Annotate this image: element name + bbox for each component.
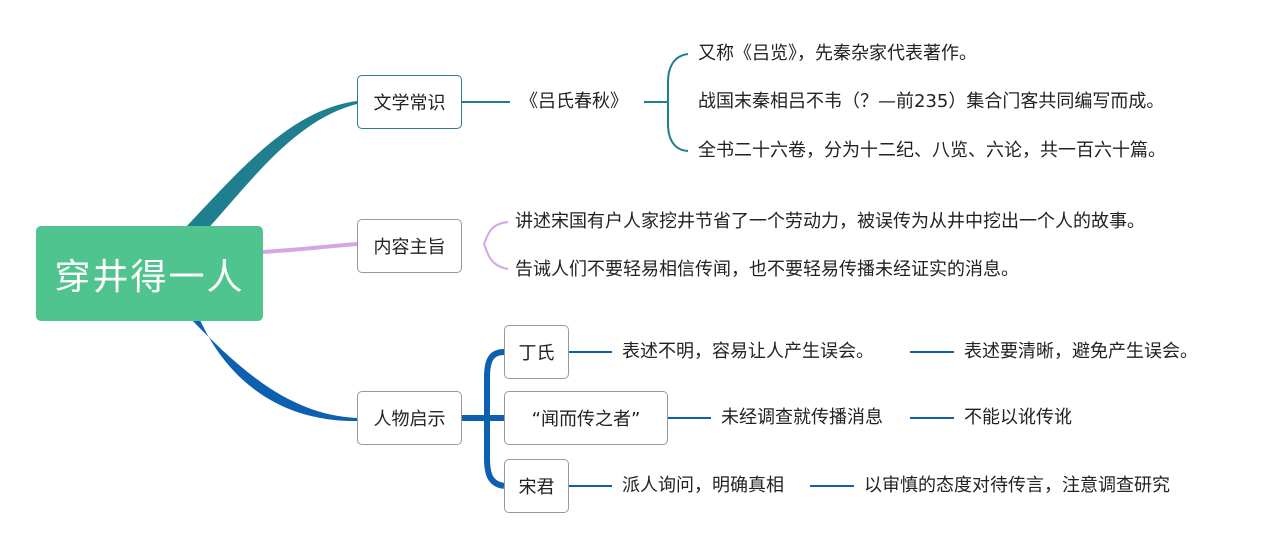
brace-theme-points [482, 221, 509, 270]
literature-fact-2: 战国末秦相吕不韦（？—前235）集合门客共同编写而成。 [698, 91, 1165, 112]
literature-book: 《吕氏春秋》 [520, 91, 628, 112]
character-dingshi[interactable]: 丁氏 [504, 325, 569, 379]
character-songjun[interactable]: 宋君 [504, 459, 569, 513]
topic-literature[interactable]: 文学常识 [357, 75, 462, 129]
character-rumor-spreader-lesson: 不能以讹传讹 [964, 407, 1072, 428]
character-rumor-spreader[interactable]: “闻而传之者” [504, 391, 668, 445]
connector-root-characters [190, 318, 357, 422]
topic-characters[interactable]: 人物启示 [357, 391, 462, 445]
topic-theme[interactable]: 内容主旨 [357, 219, 462, 273]
root-topic[interactable]: 穿井得一人 [36, 226, 263, 321]
theme-point-2: 告诫人们不要轻易相信传闻，也不要轻易传播未经证实的消息。 [515, 259, 1019, 280]
character-songjun-behavior: 派人询问，明确真相 [622, 475, 784, 496]
connector-root-theme [261, 242, 358, 254]
theme-point-1: 讲述宋国有户人家挖井节省了一个劳动力，被误传为从井中挖出一个人的故事。 [515, 211, 1145, 232]
character-rumor-spreader-behavior: 未经调查就传播消息 [721, 407, 883, 428]
character-songjun-lesson: 以审慎的态度对待传言，注意调查研究 [864, 475, 1170, 496]
literature-fact-3: 全书二十六卷，分为十二纪、八览、六论，共一百六十篇。 [698, 140, 1166, 161]
connector-root-literature [185, 101, 357, 232]
character-dingshi-behavior: 表述不明，容易让人产生误会。 [622, 341, 874, 362]
literature-fact-1: 又称《吕览》，先秦杂家代表著作。 [698, 43, 977, 64]
brace-literature-facts [667, 53, 689, 152]
character-dingshi-lesson: 表述要清晰，避免产生误会。 [964, 341, 1198, 362]
